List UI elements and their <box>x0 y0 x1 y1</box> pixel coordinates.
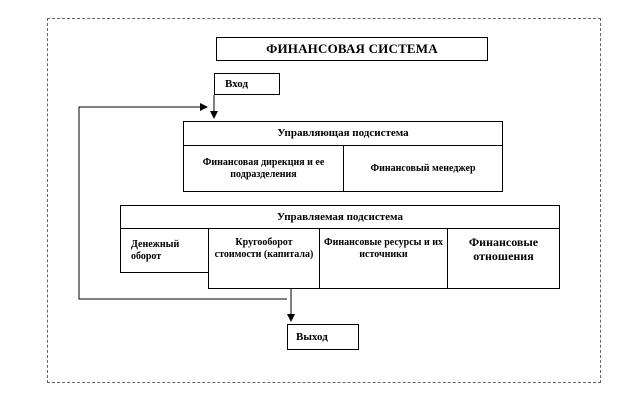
managing-item-finance-directorate: Финансовая дирекция и ее подразделения <box>183 145 344 192</box>
diagram-frame <box>47 18 601 383</box>
managed-item-financial-resources: Финансовые ресурсы и их источники <box>319 228 448 289</box>
managed-item-money-circulation: Денежный оборот <box>120 228 209 273</box>
managed-subsystem-header: Управляемая подсистема <box>120 205 560 229</box>
managed-item-capital-circulation: Кругооборот стоимости (капитала) <box>208 228 320 289</box>
managing-item-financial-manager: Финансовый менеджер <box>343 145 503 192</box>
managing-subsystem-header: Управляющая подсистема <box>183 121 503 146</box>
managed-item-financial-relations: Финансовые отношения <box>447 228 560 289</box>
feedback-loop-line <box>78 103 287 300</box>
output-box: Выход <box>287 324 359 350</box>
input-box: Вход <box>214 73 280 95</box>
diagram-title: ФИНАНСОВАЯ СИСТЕМА <box>216 37 488 61</box>
